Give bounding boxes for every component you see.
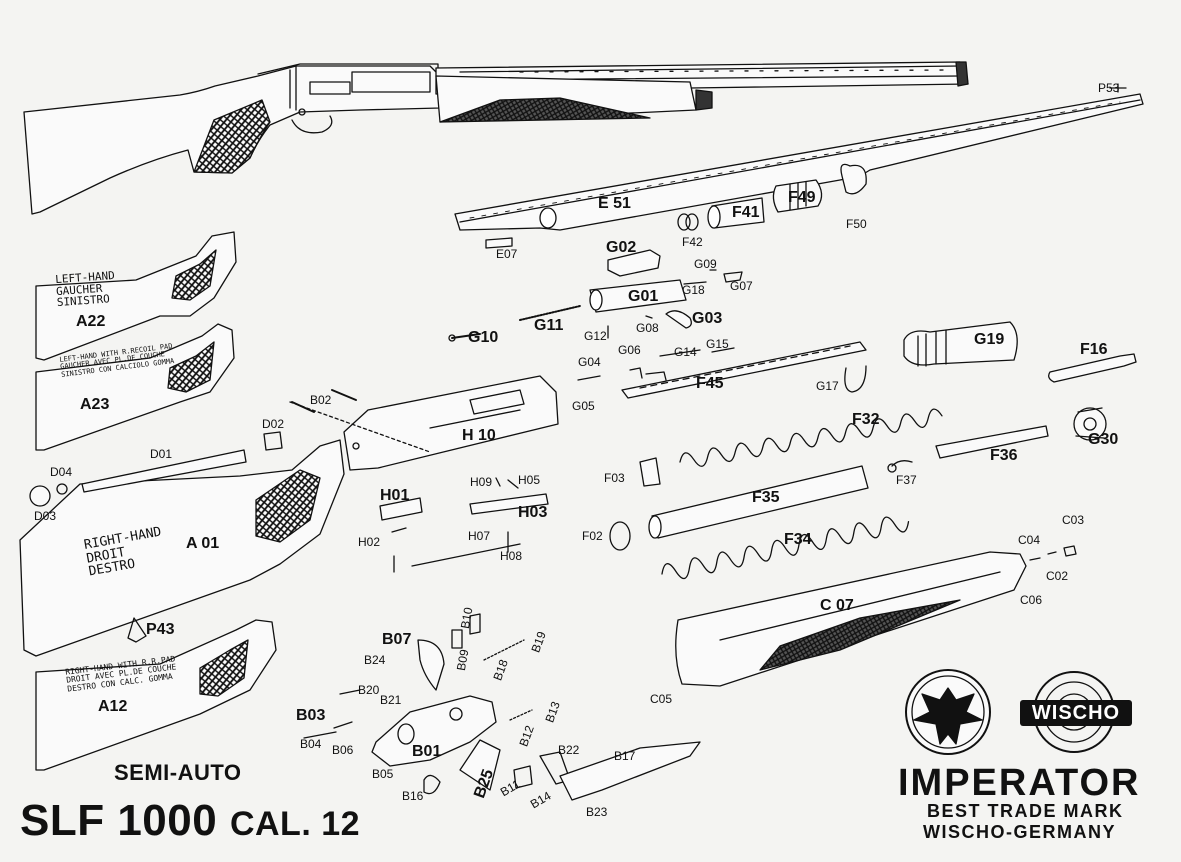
part-label: B17 [614, 749, 636, 763]
part-label: A 01 [186, 535, 220, 552]
part-label: H02 [358, 535, 381, 549]
part-label: G30 [1088, 431, 1119, 448]
part-label: G15 [706, 337, 729, 351]
part-label: H05 [518, 473, 541, 487]
model-title: SLF 1000 CAL. 12 [20, 796, 360, 846]
part-label: C 07 [820, 597, 854, 614]
part-label: B20 [358, 683, 380, 697]
part-label: F45 [696, 375, 724, 392]
receiver-h10 [289, 375, 559, 471]
part-label: G04 [578, 355, 601, 369]
part-label: B05 [372, 767, 394, 781]
caliber-label: CAL. 12 [229, 805, 361, 843]
mode-label: SEMI-AUTO [114, 760, 242, 785]
part-label: B04 [300, 737, 322, 751]
part-label: C05 [650, 692, 673, 706]
part-label: B10 [457, 606, 476, 630]
part-label: D02 [262, 417, 285, 431]
part-label: B21 [380, 693, 402, 707]
part-label: G14 [674, 345, 697, 359]
trigger-group-b [303, 613, 701, 801]
part-label: E 51 [598, 195, 631, 212]
part-label: B06 [332, 743, 354, 757]
part-label: P43 [146, 621, 175, 638]
complete-shotgun [23, 61, 969, 215]
part-label: F42 [682, 235, 703, 249]
springs-tubes [609, 408, 1049, 580]
part-label: G01 [628, 288, 659, 305]
part-label: A22 [76, 313, 106, 330]
part-label: F32 [852, 411, 880, 428]
part-label: B24 [364, 653, 386, 667]
stocks [19, 231, 345, 771]
part-label: P53 [1098, 81, 1120, 95]
part-label: D01 [150, 447, 173, 461]
wischo-logo: WISCHO [1020, 700, 1132, 726]
part-label: B07 [382, 631, 412, 648]
part-label: C06 [1020, 593, 1043, 607]
part-label: E07 [496, 247, 518, 261]
part-label: F16 [1080, 341, 1108, 358]
eagle-icon [913, 687, 983, 745]
part-label: G02 [606, 239, 637, 256]
part-label: B02 [310, 393, 332, 407]
part-label: C03 [1062, 513, 1085, 527]
part-label: B09 [453, 648, 472, 672]
part-label: G05 [572, 399, 595, 413]
part-label: G07 [730, 279, 753, 293]
part-label: H08 [500, 549, 523, 563]
brand-tagline: BEST TRADE MARK [927, 801, 1124, 821]
part-label: D03 [34, 509, 57, 523]
brand-maker: WISCHO-GERMANY [923, 822, 1116, 842]
part-label: F03 [604, 471, 625, 485]
part-label: F49 [788, 189, 816, 206]
part-label: F50 [846, 217, 867, 231]
part-label: H 10 [462, 427, 496, 444]
part-label: H07 [468, 529, 491, 543]
part-label: D04 [50, 465, 73, 479]
part-label: G08 [636, 321, 659, 335]
part-label: H09 [470, 475, 493, 489]
part-label: F34 [784, 531, 812, 548]
part-label: A23 [80, 396, 110, 413]
part-label: B01 [412, 743, 442, 760]
part-label: F35 [752, 489, 780, 506]
trigger-plate-parts-h [379, 477, 549, 573]
part-label: G09 [694, 257, 717, 271]
part-label: F02 [582, 529, 603, 543]
part-label: F36 [990, 447, 1018, 464]
part-label: B03 [296, 707, 326, 724]
part-label: B22 [558, 743, 580, 757]
forend-c07 [675, 545, 1077, 687]
part-label: G06 [618, 343, 641, 357]
part-label: C04 [1018, 533, 1041, 547]
brand-name: IMPERATOR [898, 762, 1141, 804]
part-label: G17 [816, 379, 839, 393]
model-name: SLF 1000 [20, 796, 218, 845]
action-parts-g [448, 249, 1137, 441]
part-label: B16 [402, 789, 424, 803]
part-label: G18 [682, 283, 705, 297]
part-label: G11 [534, 317, 564, 334]
part-label: G03 [692, 310, 723, 327]
part-label: G12 [584, 329, 607, 343]
part-label: G10 [468, 329, 499, 346]
part-label: C02 [1046, 569, 1069, 583]
part-label: F41 [732, 204, 760, 221]
part-label: H03 [518, 504, 548, 521]
part-label: A12 [98, 698, 128, 715]
barrel-e51 [454, 83, 1144, 231]
barrel-small-parts [485, 179, 823, 249]
part-label: G19 [974, 331, 1005, 348]
part-label: F37 [896, 473, 917, 487]
part-label: B23 [586, 805, 608, 819]
part-label: H01 [380, 487, 410, 504]
